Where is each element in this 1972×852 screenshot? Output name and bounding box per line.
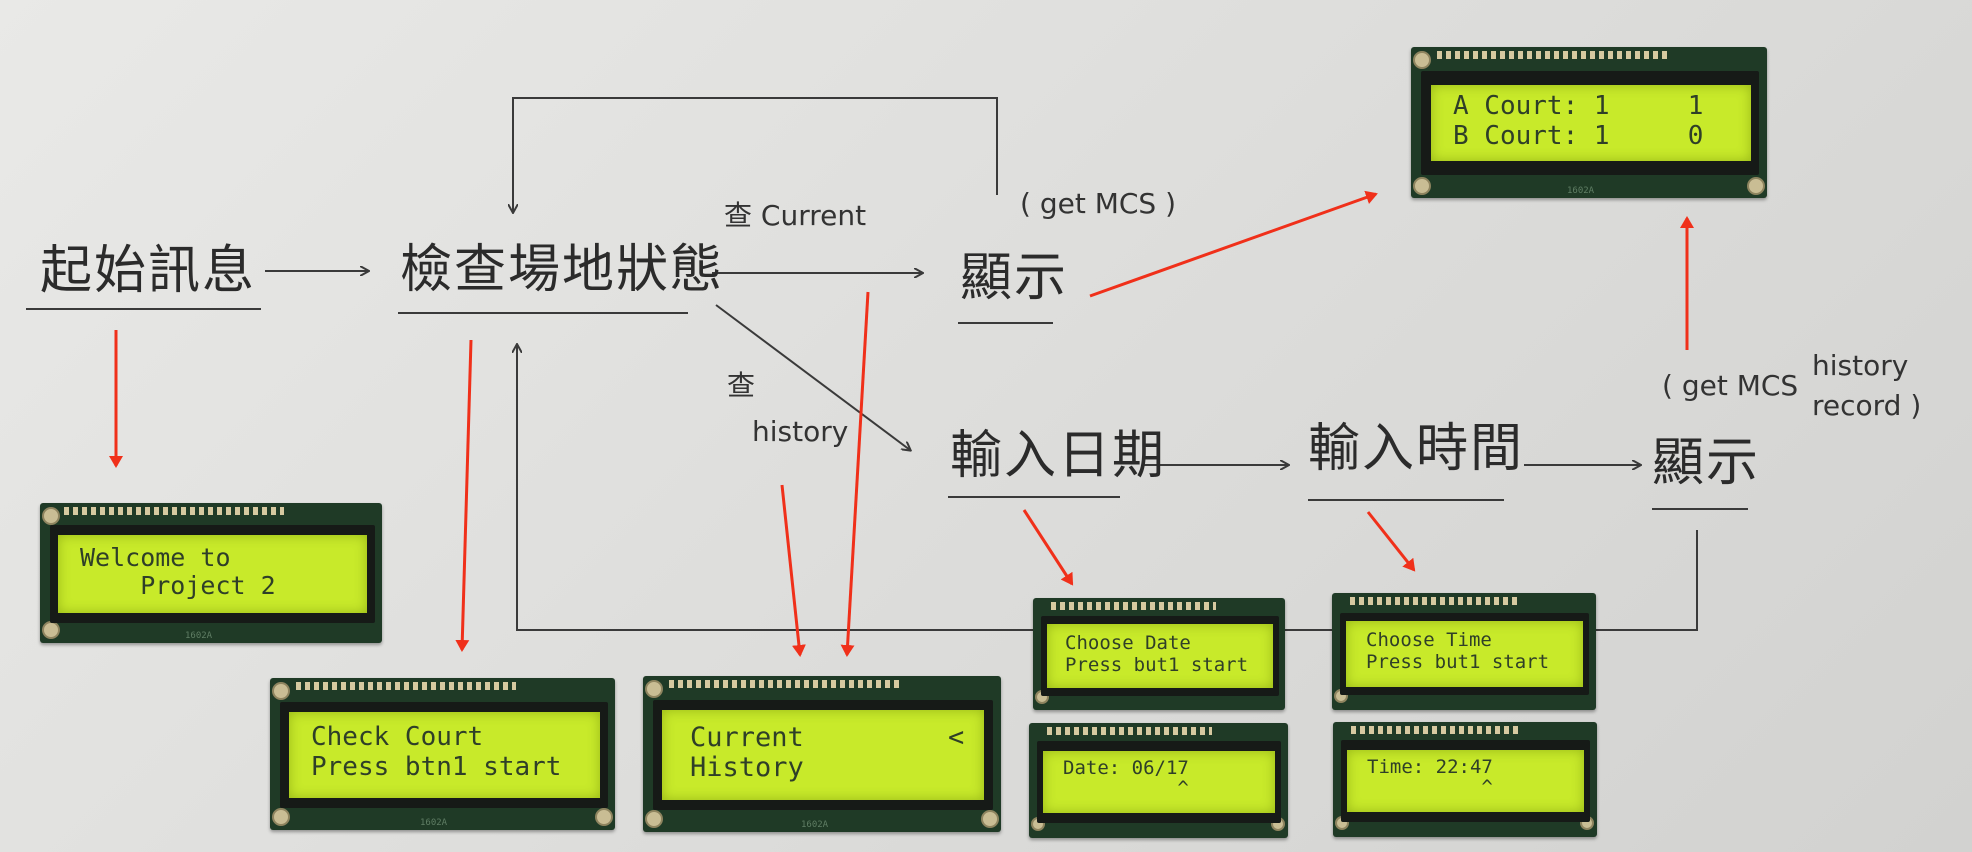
lcd-check-court: Check Court Press btn1 start 1602A	[270, 678, 615, 830]
lcd-time-value-line2: ^	[1367, 776, 1493, 798]
lcd-time-value-screen: Time: 22:47 ^	[1347, 750, 1584, 812]
arrow-current-loop	[513, 97, 998, 212]
lcd-menu: Current History < 1602A	[643, 676, 1001, 832]
lcd-welcome-screen: Welcome to Project 2	[58, 535, 367, 613]
node-input-time: 輸入時間	[1308, 419, 1525, 479]
lcd-check-court-line1: Check Court	[311, 722, 484, 752]
underline-start	[26, 308, 261, 310]
lcd-courts-line1: A Court: 1 1	[1453, 91, 1704, 121]
label-history-record-1: history	[1812, 349, 1909, 382]
lcd-welcome-line1: Welcome to	[80, 543, 231, 572]
node-display-history: 顯示	[1652, 433, 1761, 493]
label-history: history	[752, 415, 849, 448]
label-get-mcs-history: ( get MCS	[1662, 369, 1799, 402]
label-get-mcs: ( get MCS )	[1020, 187, 1177, 220]
lcd-choose-date-line1: Choose Date	[1065, 632, 1191, 654]
label-history-record-2: record )	[1812, 389, 1922, 422]
lcd-check-court-screen: Check Court Press btn1 start	[289, 712, 600, 798]
lcd-date-value: Date: 06/17 ^	[1029, 723, 1288, 838]
node-check-court-status: 檢查場地狀態	[400, 240, 725, 300]
lcd-courts-screen: A Court: 1 1 B Court: 1 0	[1431, 85, 1751, 161]
arrow-history-loop	[517, 345, 1698, 631]
lcd-date-value-line2: ^	[1063, 777, 1189, 799]
lcd-choose-date-line2: Press but1 start	[1065, 654, 1249, 676]
node-input-date: 輸入日期	[950, 426, 1167, 486]
lcd-check-court-line2: Press btn1 start	[311, 752, 562, 782]
red-arrow-check-court	[455, 339, 473, 652]
underline-input-time	[1308, 499, 1504, 501]
lcd-menu-screen: Current History <	[662, 710, 984, 800]
underline-display-history	[1652, 508, 1748, 510]
node-start-message: 起始訊息	[40, 241, 257, 301]
lcd-time-value-line1: Time: 22:47	[1367, 756, 1493, 778]
lcd-choose-time-line1: Choose Time	[1366, 629, 1492, 651]
lcd-choose-date: Choose Date Press but1 start	[1033, 598, 1285, 710]
underline-input-date	[948, 496, 1120, 498]
arrow-check-to-history	[715, 304, 910, 450]
lcd-choose-time-line2: Press but1 start	[1366, 651, 1550, 673]
label-check: 查	[727, 369, 756, 402]
red-arrow-menu-2	[840, 291, 870, 657]
lcd-courts-line2: B Court: 1 0	[1453, 121, 1704, 151]
lcd-date-value-screen: Date: 06/17 ^	[1043, 751, 1275, 813]
node-display-current: 顯示	[960, 248, 1069, 308]
lcd-choose-date-screen: Choose Date Press but1 start	[1047, 624, 1273, 688]
red-arrow-courts	[1089, 190, 1378, 298]
lcd-choose-time: Choose Time Press but1 start	[1332, 593, 1596, 710]
red-arrow-date	[1022, 509, 1074, 586]
red-arrow-menu-1	[780, 484, 806, 657]
lcd-courts: A Court: 1 1 B Court: 1 0 1602A	[1411, 47, 1767, 198]
lcd-choose-time-screen: Choose Time Press but1 start	[1346, 621, 1583, 687]
label-check-current: 查 Current	[724, 199, 867, 232]
lcd-menu-cursor: <	[948, 722, 965, 753]
red-arrow-time	[1366, 511, 1416, 572]
lcd-welcome: Welcome to Project 2 1602A	[40, 503, 382, 643]
lcd-time-value: Time: 22:47 ^	[1333, 722, 1597, 837]
lcd-date-value-line1: Date: 06/17	[1063, 757, 1189, 779]
lcd-welcome-line2: Project 2	[80, 571, 276, 600]
lcd-menu-line2: History	[690, 752, 804, 783]
underline-display-current	[958, 322, 1053, 324]
underline-check	[398, 312, 688, 314]
lcd-menu-line1: Current	[690, 722, 804, 753]
